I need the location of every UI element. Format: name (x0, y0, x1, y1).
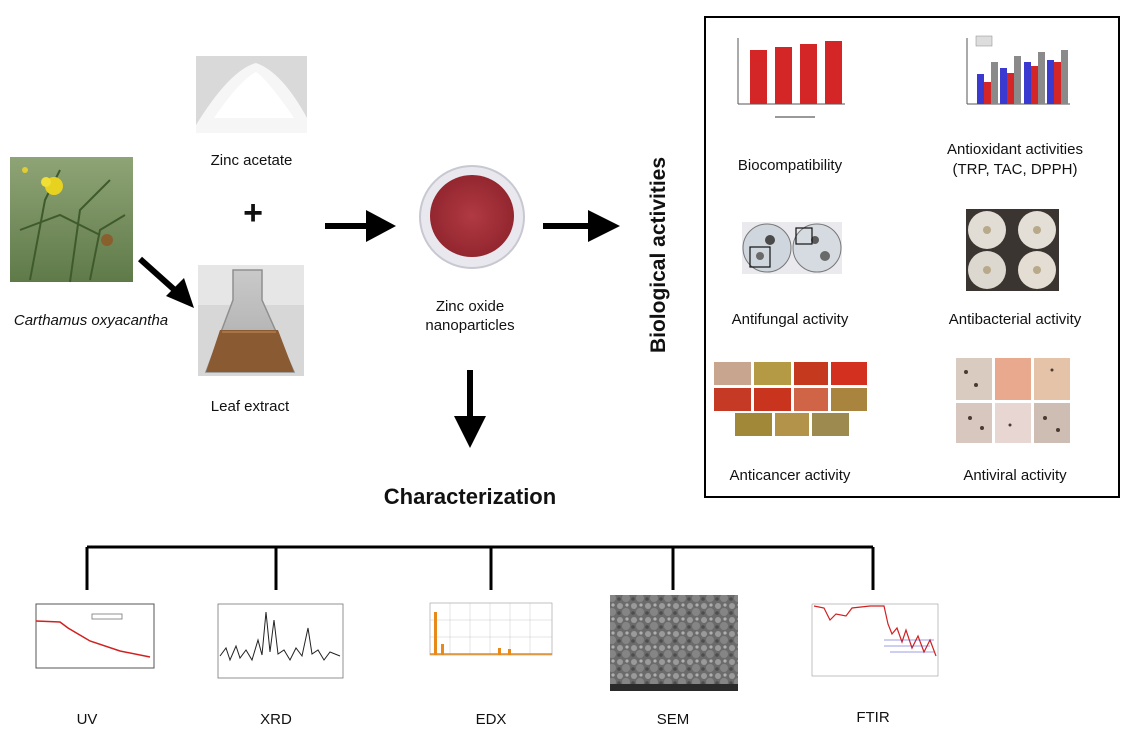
arrow-to-characterization (454, 370, 486, 448)
plus-sign: + (243, 194, 263, 232)
arrow-to-biological (543, 210, 620, 242)
arrow-plant-to-flask (137, 256, 194, 308)
antioxidant-sublabel: (TRP, TAC, DPPH) (952, 161, 1078, 178)
sem-label: SEM (656, 711, 690, 728)
zno-label-line2: nanoparticles (425, 317, 515, 334)
antioxidant-thumb (955, 32, 1073, 124)
zno-dish-photo (419, 165, 525, 269)
zinc-acetate-photo (196, 56, 307, 133)
edx-label: EDX (475, 711, 507, 728)
biocompatibility-label: Biocompatibility (737, 157, 843, 174)
sem-image-thumb (610, 595, 738, 691)
leaf-extract-label: Leaf extract (210, 398, 290, 415)
characterization-tree (85, 545, 875, 590)
ftir-label: FTIR (856, 709, 890, 726)
zno-label-line1: Zinc oxide (435, 298, 505, 315)
ftir-spectrum-thumb (805, 598, 940, 684)
arrow-to-nanoparticles (325, 210, 396, 242)
antioxidant-label: Antioxidant activities (947, 141, 1083, 158)
antifungal-thumb (742, 222, 842, 274)
biocompatibility-thumb (728, 30, 848, 122)
antiviral-thumb (956, 358, 1070, 443)
antibacterial-label: Antibacterial activity (948, 311, 1082, 328)
characterization-heading: Characterization (383, 484, 557, 509)
xrd-spectrum-thumb (210, 598, 345, 686)
uv-label: UV (76, 711, 98, 728)
plant-label: Carthamus oxyacantha (13, 312, 169, 329)
antifungal-label: Antifungal activity (731, 311, 849, 328)
leaf-extract-photo (198, 265, 304, 376)
biological-activities-panel (704, 16, 1120, 498)
antibacterial-thumb (966, 209, 1059, 291)
xrd-label: XRD (260, 711, 292, 728)
antiviral-label: Antiviral activity (963, 467, 1067, 484)
plant-photo (10, 157, 133, 283)
uv-spectrum-thumb (20, 598, 160, 682)
anticancer-label: Anticancer activity (729, 467, 851, 484)
zinc-acetate-label: Zinc acetate (210, 152, 293, 169)
edx-spectrum-thumb (420, 598, 555, 666)
anticancer-thumb (714, 362, 867, 436)
